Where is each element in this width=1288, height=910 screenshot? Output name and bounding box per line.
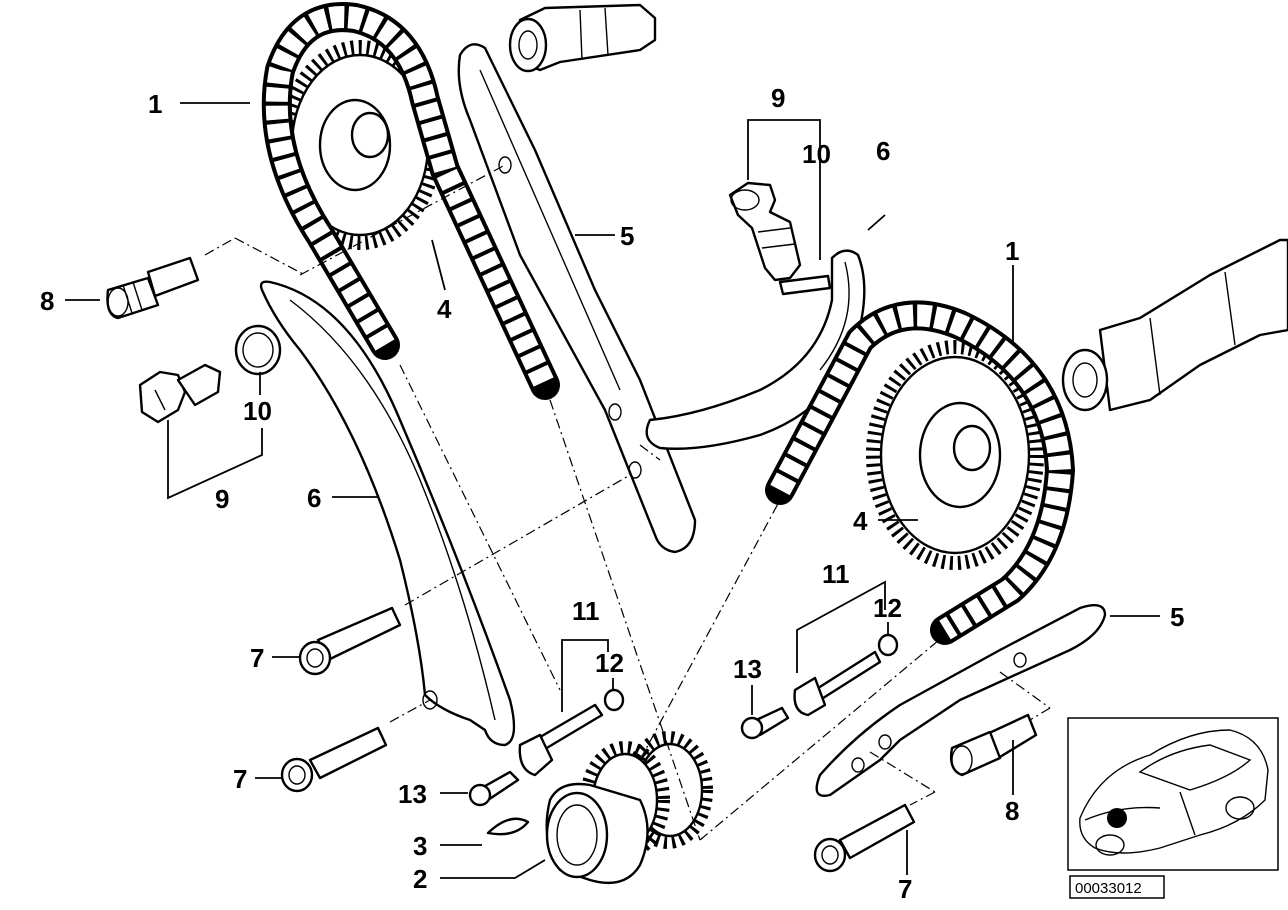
callout-11-right: 11 bbox=[822, 559, 850, 589]
camshaft-sprocket-right bbox=[866, 340, 1044, 570]
timing-chain-right bbox=[765, 300, 1076, 645]
location-marker bbox=[1107, 808, 1127, 828]
reference-code-box: 00033012 bbox=[1069, 875, 1165, 899]
callout-13-right: 13 bbox=[733, 654, 762, 684]
tensioner-rail-left bbox=[259, 280, 516, 747]
callout-4-right: 4 bbox=[853, 506, 868, 536]
callout-labels: 1 4 5 8 10 9 6 7 7 11 12 13 3 2 9 10 6 1… bbox=[40, 83, 1184, 904]
guide-bolt-8-right bbox=[949, 713, 1038, 777]
callout-1-right: 1 bbox=[1005, 236, 1019, 266]
leader-lines bbox=[65, 102, 1160, 879]
callout-3: 3 bbox=[413, 831, 427, 861]
callout-9-left: 9 bbox=[215, 484, 229, 514]
callout-13-left: 13 bbox=[398, 779, 427, 809]
chain-tensioner-upper bbox=[728, 181, 832, 296]
vehicle-locator-thumbnail bbox=[1067, 717, 1279, 871]
camshaft-left bbox=[508, 3, 657, 73]
woodruff-key bbox=[486, 817, 530, 836]
guide-bolt-7-right bbox=[813, 803, 916, 873]
tensioner-rail-upper bbox=[645, 249, 866, 450]
guide-rail-right bbox=[815, 604, 1107, 797]
callout-1-left: 1 bbox=[148, 89, 162, 119]
callout-8-right: 8 bbox=[1005, 796, 1019, 826]
reference-code: 00033012 bbox=[1075, 880, 1142, 897]
callout-5-left: 5 bbox=[620, 221, 634, 251]
callout-12-left: 12 bbox=[595, 648, 624, 678]
camshaft-right bbox=[1061, 238, 1288, 412]
alignment-lines bbox=[204, 164, 1051, 841]
chain-tensioner-left bbox=[138, 363, 222, 424]
guide-bolt-7-upper bbox=[298, 606, 402, 676]
callout-8-left: 8 bbox=[40, 286, 54, 316]
callout-6-upper: 6 bbox=[876, 136, 890, 166]
callout-12-right: 12 bbox=[873, 593, 902, 623]
callout-2: 2 bbox=[413, 864, 427, 894]
callout-9-upper: 9 bbox=[771, 83, 785, 113]
seal-ring-left bbox=[234, 324, 282, 376]
callout-5-right: 5 bbox=[1170, 602, 1184, 632]
callout-6-left: 6 bbox=[307, 483, 321, 513]
callout-11-left: 11 bbox=[572, 596, 600, 626]
callout-10-upper: 10 bbox=[802, 139, 831, 169]
guide-bolt-7-lower bbox=[280, 726, 388, 793]
callout-7-right: 7 bbox=[898, 874, 912, 904]
callout-4-left: 4 bbox=[437, 294, 452, 324]
tensioner-bolt-right bbox=[740, 633, 899, 740]
timing-chain-left bbox=[261, 2, 560, 400]
guide-bolt-left bbox=[106, 256, 200, 320]
guide-rail-left bbox=[457, 43, 697, 554]
callout-7-lower: 7 bbox=[233, 764, 247, 794]
callout-7-upper: 7 bbox=[250, 643, 264, 673]
callout-10-left: 10 bbox=[243, 396, 272, 426]
tensioner-bolt-left bbox=[468, 688, 625, 807]
crankshaft-sprocket bbox=[545, 731, 713, 885]
